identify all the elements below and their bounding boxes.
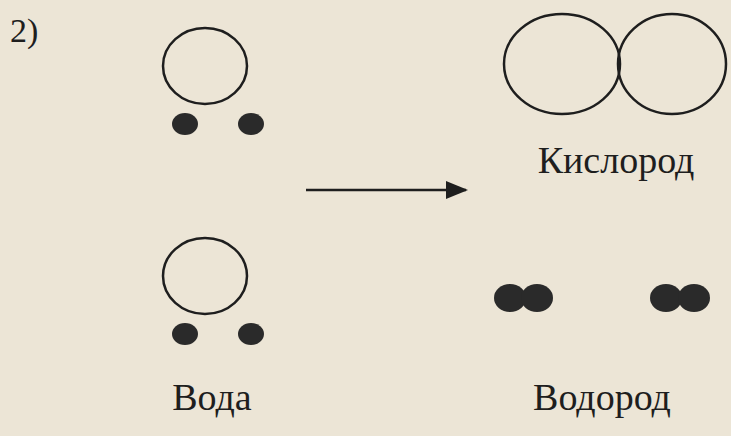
substance-name: Вода xyxy=(172,378,251,416)
hydrogen-atom xyxy=(521,284,553,312)
hydrogen-atom xyxy=(238,323,264,345)
hydrogen-atom xyxy=(678,284,710,312)
oxygen-atom xyxy=(618,14,726,114)
reaction-arrow xyxy=(306,189,466,192)
substance-name: Водород xyxy=(533,378,671,416)
oxygen-atom xyxy=(163,238,247,314)
hydrogen-atom xyxy=(172,113,198,135)
hydrogen-atom xyxy=(650,284,682,312)
substance-name: Кислород xyxy=(538,141,695,179)
oxygen-atom xyxy=(163,28,247,104)
hydrogen-atom xyxy=(172,323,198,345)
oxygen-atom xyxy=(504,14,620,114)
item-number: 2) xyxy=(10,14,38,48)
hydrogen-atom xyxy=(238,113,264,135)
